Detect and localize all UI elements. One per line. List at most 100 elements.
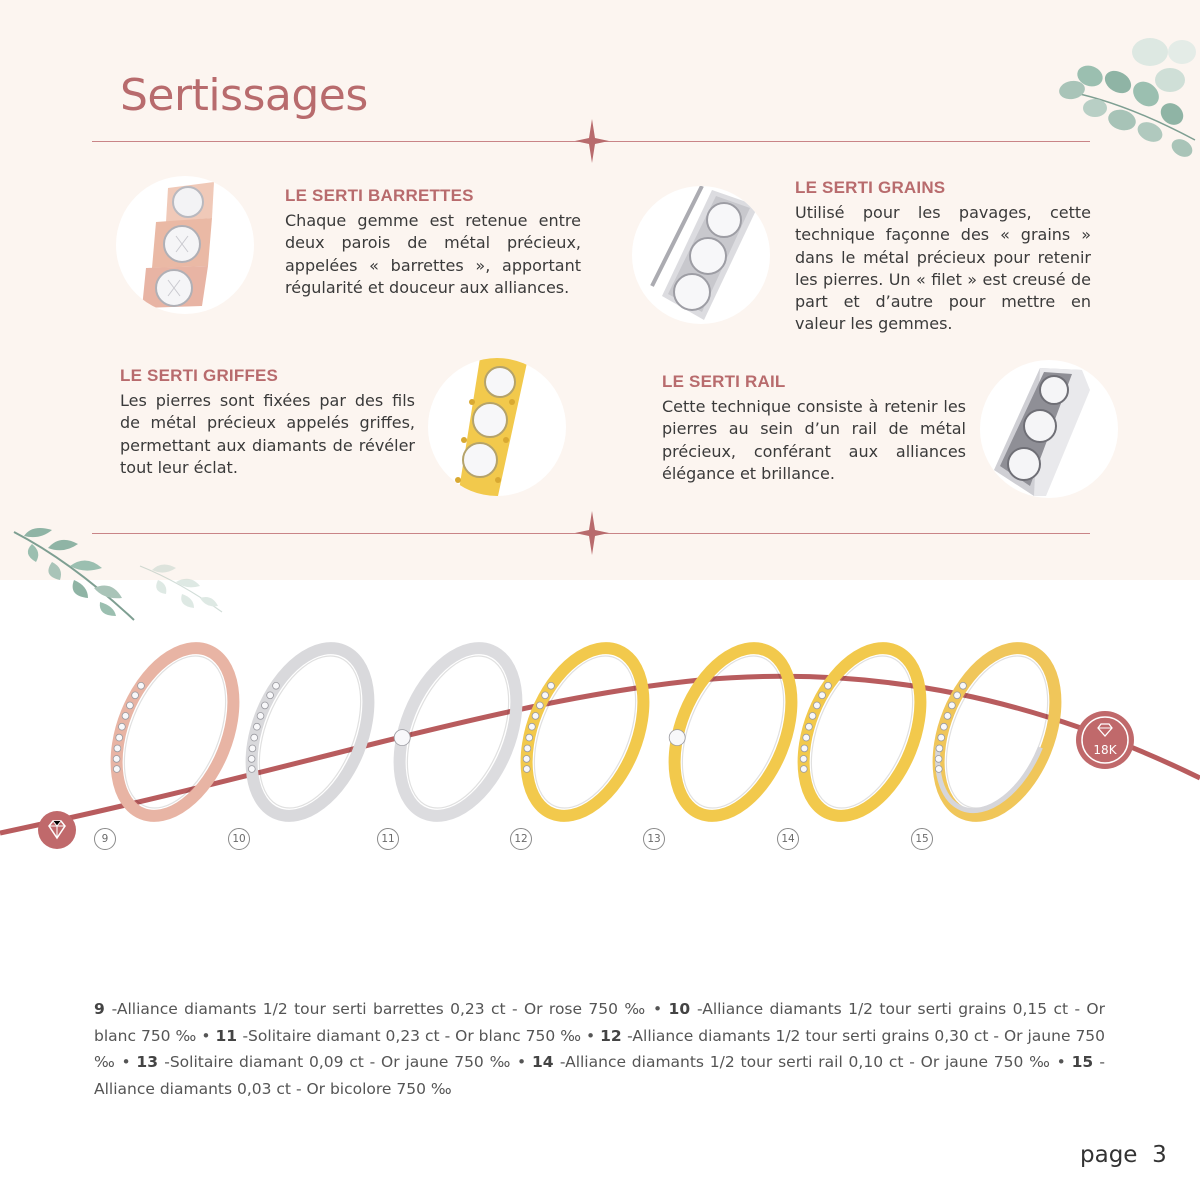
ring-detail-barrettes xyxy=(116,176,254,314)
diamond-stone xyxy=(800,744,809,753)
diamond-stone xyxy=(799,755,808,763)
diamond-stone xyxy=(112,755,121,763)
page-title: Sertissages xyxy=(120,70,368,121)
ring-detail-rail xyxy=(980,360,1118,498)
diamond-stone xyxy=(948,701,956,710)
caption-separator: • xyxy=(511,1053,532,1071)
star-ornament-icon xyxy=(575,119,609,163)
diamond-stone xyxy=(935,744,944,753)
section-heading: LE SERTI GRAINS xyxy=(795,178,946,197)
eucalyptus-leaves-icon xyxy=(13,528,223,621)
diamond-stone xyxy=(541,691,549,700)
caption-number: 13 xyxy=(136,1053,165,1071)
caption-number: 12 xyxy=(600,1026,628,1045)
diamond-stone xyxy=(813,701,821,710)
caption-separator: • xyxy=(115,1053,137,1071)
diamond-stone xyxy=(824,682,832,690)
diamond-stone xyxy=(256,712,265,720)
caption-separator: • xyxy=(1050,1053,1072,1071)
diamond-stone xyxy=(137,682,145,690)
diamond-stone xyxy=(959,682,967,690)
caption-number: 11 xyxy=(215,1026,243,1045)
diamond-stone xyxy=(522,755,531,763)
ring-number-badge: 14 xyxy=(777,828,799,850)
section-serti-rail: LE SERTI RAIL Cette technique consiste à… xyxy=(662,372,966,485)
diamond-stone xyxy=(523,744,532,753)
diamond-stone xyxy=(799,765,808,773)
diamond-stone xyxy=(802,733,810,742)
diamond-stone xyxy=(934,765,943,773)
ring-number-badge: 13 xyxy=(643,828,665,850)
ring-detail-griffes xyxy=(428,358,566,496)
section-body: Cette technique consiste à retenir les p… xyxy=(662,397,966,483)
karat-badge-icon xyxy=(1076,711,1134,769)
eucalyptus-leaves-icon xyxy=(1059,38,1196,157)
page-label: page xyxy=(1080,1142,1138,1168)
diamond-stone xyxy=(266,691,274,700)
diamond-stone xyxy=(131,691,139,700)
diamond-stone xyxy=(536,701,544,710)
section-heading: LE SERTI GRIFFES xyxy=(120,366,279,385)
diamond-stone xyxy=(668,729,686,746)
section-body: Les pierres sont fixées par des fils de … xyxy=(120,391,415,477)
diamond-stone xyxy=(113,744,122,753)
caption-text: -Solitaire diamant 0,09 ct - Or jaune 75… xyxy=(164,1053,512,1071)
diamond-stone xyxy=(247,755,256,763)
diamond-stone xyxy=(531,712,540,720)
section-serti-barrettes: LE SERTI BARRETTES Chaque gemme est rete… xyxy=(285,186,581,299)
diamond-stone xyxy=(393,729,411,746)
ring-12 xyxy=(520,642,650,822)
diamond-stone xyxy=(113,765,121,773)
ring-number-badge: 15 xyxy=(911,828,933,850)
section-serti-griffes: LE SERTI GRIFFES Les pierres sont fixées… xyxy=(120,366,415,479)
karat-label: 18K xyxy=(1093,743,1117,757)
caption-number: 9 xyxy=(94,1000,112,1018)
diamond-stone xyxy=(953,691,961,700)
caption-text: -Alliance diamants 0,03 ct - Or bicolore… xyxy=(94,1053,1106,1098)
ring-number-badge: 9 xyxy=(94,828,116,850)
rings-lineup xyxy=(0,642,1200,836)
ring-number-badge: 10 xyxy=(228,828,250,850)
caption-separator: • xyxy=(196,1026,216,1045)
ring-detail-grains xyxy=(632,186,770,324)
section-serti-grains: LE SERTI GRAINS Utilisé pour les pavages… xyxy=(795,178,1091,336)
diamond-stone xyxy=(937,733,945,742)
caption-number: 15 xyxy=(1071,1053,1100,1071)
caption-text: -Solitaire diamant 0,23 ct - Or blanc 75… xyxy=(242,1026,582,1045)
ring-11 xyxy=(393,642,523,822)
diamond-stone xyxy=(272,682,280,690)
ring-9 xyxy=(110,642,240,822)
caption-number: 10 xyxy=(668,1000,697,1018)
ring-number-badge: 11 xyxy=(377,828,399,850)
star-ornament-icon xyxy=(575,511,609,555)
section-heading: LE SERTI BARRETTES xyxy=(285,186,474,205)
diamond-stone xyxy=(818,691,826,700)
section-body: Chaque gemme est retenue entre deux paro… xyxy=(285,211,581,297)
page-number: page 3 xyxy=(1080,1142,1167,1168)
ring-number-badge: 12 xyxy=(510,828,532,850)
product-captions: 9 -Alliance diamants 1/2 tour serti barr… xyxy=(94,996,1105,1102)
diamond-icon xyxy=(38,811,76,849)
ring-13 xyxy=(668,642,798,822)
caption-text: -Alliance diamants 1/2 tour serti grains… xyxy=(94,1000,1106,1045)
diamond-stone xyxy=(261,701,269,710)
diamond-stone xyxy=(525,733,533,742)
page-number-value: 3 xyxy=(1152,1142,1167,1168)
diamond-stone xyxy=(547,682,555,690)
diamond-stone xyxy=(253,722,261,731)
diamond-stone xyxy=(248,744,257,753)
caption-separator: • xyxy=(581,1026,601,1045)
section-heading: LE SERTI RAIL xyxy=(662,372,786,391)
caption-text: -Alliance diamants 1/2 tour serti rail 0… xyxy=(559,1053,1051,1071)
diamond-stone xyxy=(118,722,126,731)
diamond-stone xyxy=(934,755,943,763)
diamond-stone xyxy=(115,733,123,742)
ring-10 xyxy=(245,642,375,822)
diamond-stone xyxy=(250,733,259,742)
diamond-stone xyxy=(528,722,536,731)
diamond-stone xyxy=(522,765,531,773)
diamond-stone xyxy=(248,765,256,773)
diamond-stone xyxy=(805,722,813,731)
diamond-stone xyxy=(126,701,134,710)
caption-number: 14 xyxy=(532,1053,560,1071)
